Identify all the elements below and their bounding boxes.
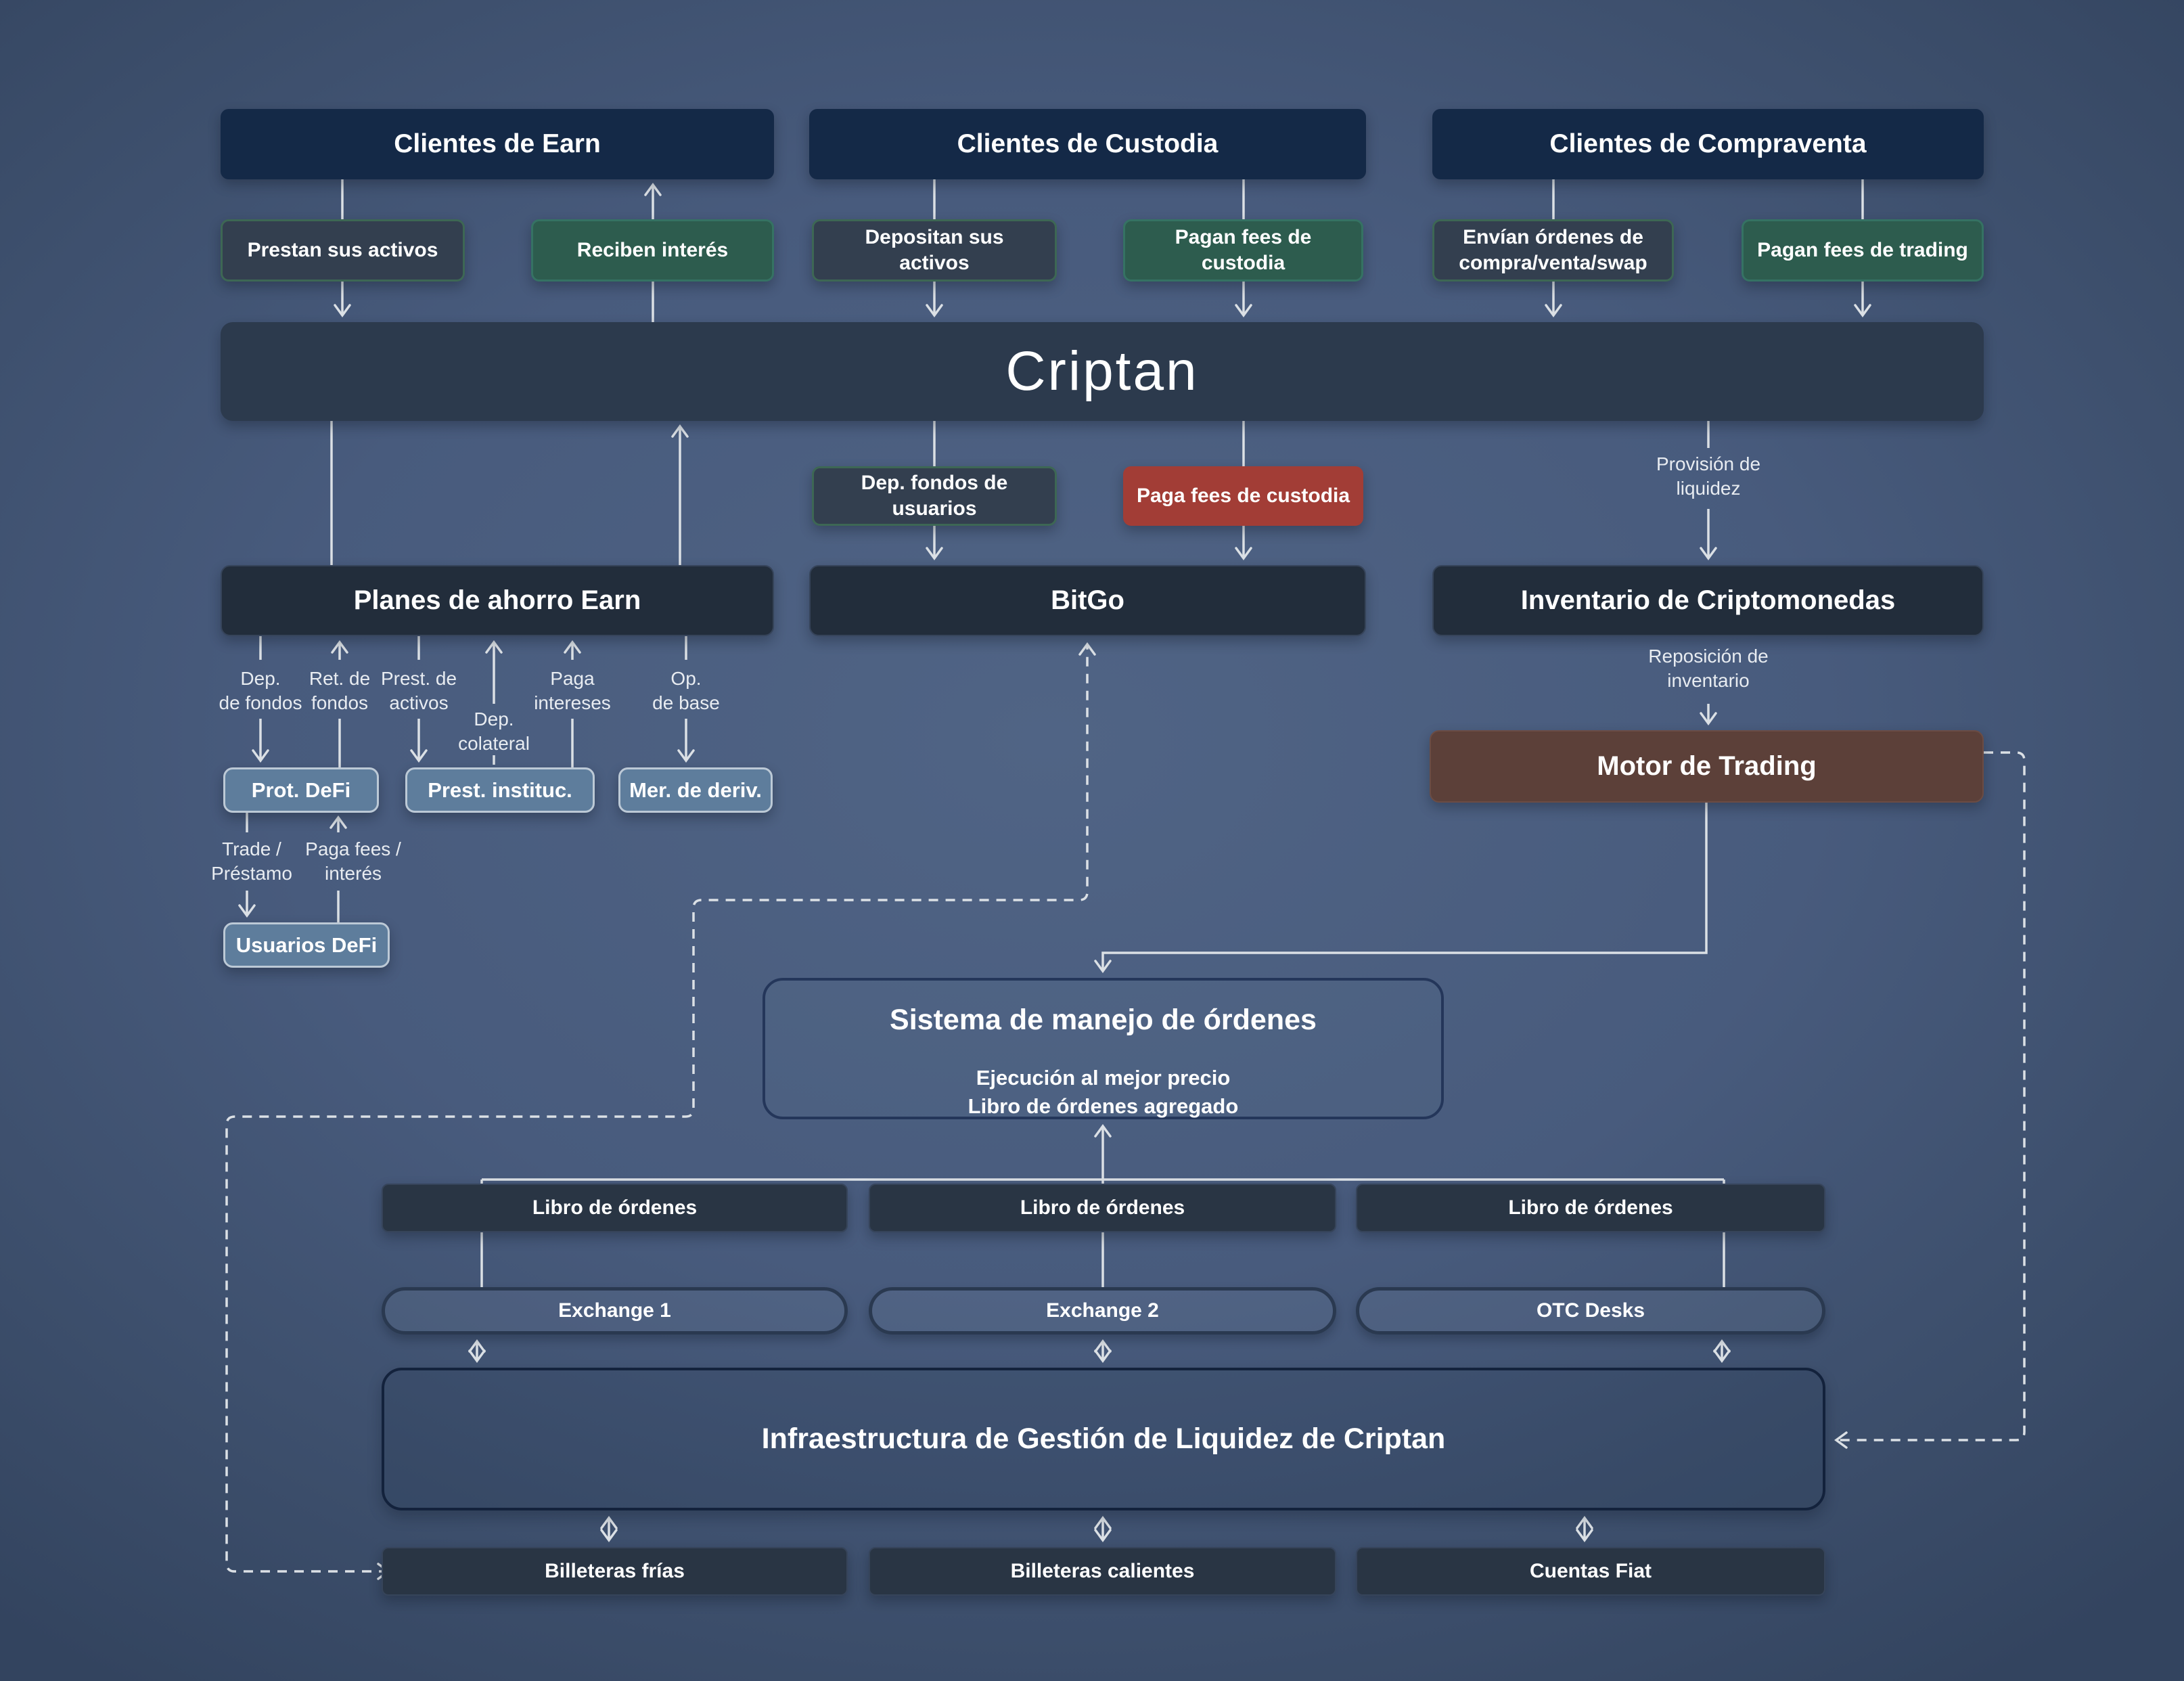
oms-subtitle-line1: Ejecución al mejor precio — [976, 1066, 1231, 1090]
node-clientes-custodia: Clientes de Custodia — [809, 109, 1366, 179]
node-paga-fees-custodia: Paga fees de custodia — [1123, 466, 1363, 526]
node-otc-desks: OTC Desks — [1356, 1287, 1825, 1335]
flow-label-provision-liquidez: Provisión de liquidez — [1656, 453, 1761, 499]
node-clientes-compraventa: Clientes de Compraventa — [1432, 109, 1984, 179]
node-infraestructura-liquidez: Infraestructura de Gestión de Liquidez d… — [382, 1368, 1825, 1510]
node-envian-ordenes: Envían órdenes de compra/venta/swap — [1432, 219, 1674, 282]
oms-subtitle-line2: Libro de órdenes agregado — [968, 1094, 1239, 1118]
node-prest-instituc: Prest. instituc. — [405, 767, 595, 813]
node-libro-ordenes-3: Libro de órdenes — [1356, 1184, 1825, 1232]
node-exchange-1: Exchange 1 — [382, 1287, 848, 1335]
node-depositan-activos: Depositan sus activos — [812, 219, 1057, 282]
node-criptan: Criptan — [221, 322, 1984, 421]
node-pagan-fees-custodia: Pagan fees de custodia — [1123, 219, 1363, 282]
node-mer-de-deriv: Mer. de deriv. — [618, 767, 773, 813]
criptan-logo: Criptan — [1005, 340, 1199, 402]
flow-label-dep-de-fondos: Dep. de fondos — [219, 668, 302, 713]
flow-label-trade-prestamo: Trade / Préstamo — [211, 838, 292, 884]
node-usuarios-defi: Usuarios DeFi — [223, 922, 390, 968]
node-billeteras-calientes: Billeteras calientes — [869, 1547, 1336, 1596]
node-sistema-manejo-ordenes: Sistema de manejo de órdenes Ejecución a… — [763, 978, 1444, 1119]
node-billeteras-frias: Billeteras frías — [382, 1547, 848, 1596]
flow-label-paga-intereses: Paga intereses — [534, 668, 611, 713]
node-cuentas-fiat: Cuentas Fiat — [1356, 1547, 1825, 1596]
node-bitgo: BitGo — [809, 565, 1366, 636]
node-prestan-activos: Prestan sus activos — [221, 219, 465, 282]
node-exchange-2: Exchange 2 — [869, 1287, 1336, 1335]
node-clientes-earn: Clientes de Earn — [221, 109, 774, 179]
node-dep-fondos-usuarios: Dep. fondos de usuarios — [812, 466, 1057, 526]
oms-title: Sistema de manejo de órdenes — [890, 1004, 1317, 1036]
flow-label-op-de-base: Op. de base — [652, 668, 720, 713]
flow-label-reposicion-inventario: Reposición de inventario — [1648, 646, 1769, 691]
node-pagan-fees-trading: Pagan fees de trading — [1742, 219, 1984, 282]
node-inventario-criptomonedas: Inventario de Criptomonedas — [1432, 565, 1984, 636]
node-prot-defi: Prot. DeFi — [223, 767, 379, 813]
node-planes-ahorro-earn: Planes de ahorro Earn — [221, 565, 774, 636]
node-motor-de-trading: Motor de Trading — [1430, 730, 1984, 803]
node-libro-ordenes-1: Libro de órdenes — [382, 1184, 848, 1232]
flow-label-prest-de-activos: Prest. de activos — [380, 668, 457, 713]
flow-label-paga-fees-interes: Paga fees / interés — [305, 838, 401, 884]
flow-label-ret-de-fondos: Ret. de fondos — [309, 668, 371, 713]
node-reciben-interes: Reciben interés — [531, 219, 774, 282]
flow-label-dep-colateral: Dep. colateral — [458, 709, 530, 754]
node-libro-ordenes-2: Libro de órdenes — [869, 1184, 1336, 1232]
